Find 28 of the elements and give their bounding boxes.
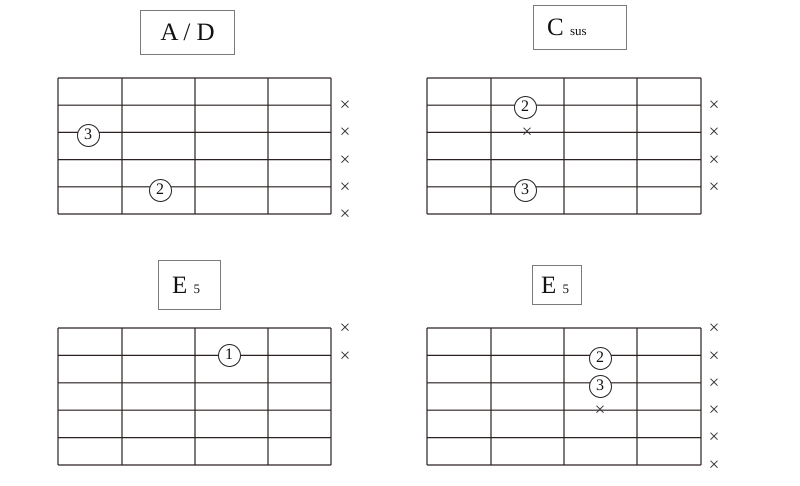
finger-number-circle: 3	[514, 178, 536, 202]
muted-string-mark: ×	[708, 96, 720, 114]
chord-name-box: E 5	[158, 260, 221, 310]
chord-name-box: C sus	[533, 5, 627, 50]
muted-string-mark: ×	[340, 122, 350, 142]
muted-string-mark: ×	[340, 96, 350, 114]
muted-string-mark: ×	[708, 346, 720, 366]
muted-string-mark: ×	[708, 318, 720, 338]
muted-string-mark: ×	[708, 122, 720, 142]
finger-number-circle: 2	[588, 346, 612, 370]
finger-number-circle: 3	[76, 124, 100, 146]
chord-name-box: A / D	[140, 10, 235, 55]
finger-number-circle: 1	[218, 344, 240, 366]
muted-string-mark: ×	[340, 204, 350, 224]
muted-string-mark: ×	[708, 428, 720, 446]
muted-string-mark: ×	[708, 150, 720, 170]
finger-number-circle: 2	[514, 96, 536, 118]
muted-string-mark: ×	[708, 374, 720, 392]
chord-name-box: E 5	[532, 265, 582, 305]
finger-number-circle: 2	[148, 178, 172, 202]
muted-string-mark: ×	[340, 150, 350, 170]
finger-number-circle: 3	[588, 374, 612, 398]
muted-string-mark: ×	[340, 318, 350, 338]
muted-string-mark: ×	[340, 178, 350, 196]
muted-string-mark: ×	[708, 400, 720, 420]
muted-string-mark: ×	[708, 178, 720, 196]
muted-string-mark: ×	[340, 346, 350, 366]
muted-string-mark: ×	[708, 456, 720, 474]
